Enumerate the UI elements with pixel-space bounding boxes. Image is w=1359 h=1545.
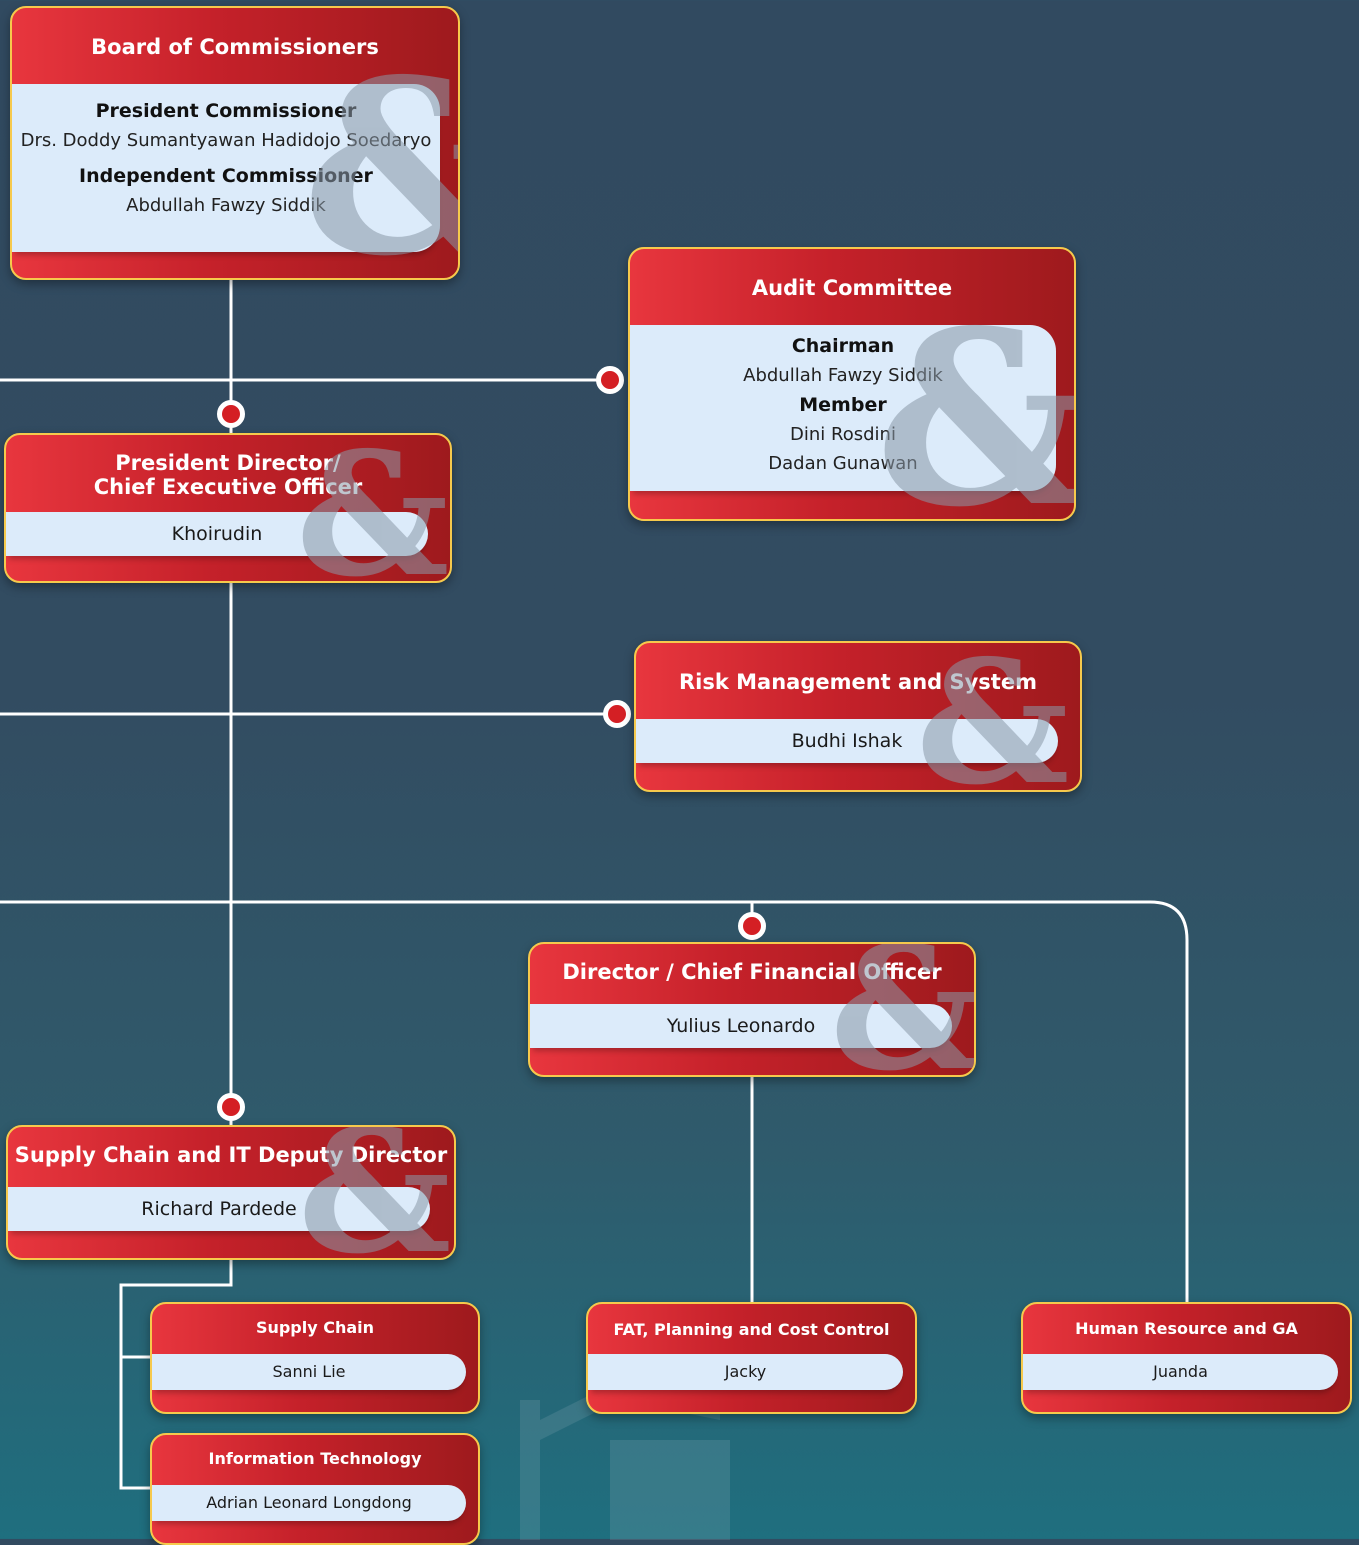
audit-committee-card: Audit Committee Chairman Abdullah Fawzy … xyxy=(628,247,1076,521)
independent-commissioner-role: Independent Commissioner xyxy=(79,165,373,187)
risk-name: Budhi Ishak xyxy=(636,719,1058,763)
independent-commissioner-name: Abdullah Fawzy Siddik xyxy=(126,195,326,216)
human-resource-ga-card: Human Resource and GA Juanda xyxy=(1021,1302,1352,1414)
cfo-title: Director / Chief Financial Officer xyxy=(562,960,942,984)
audit-title: Audit Committee xyxy=(751,276,953,300)
board-of-commissioners-card: Board of Commissioners President Commiss… xyxy=(10,6,460,280)
member-role: Member xyxy=(799,394,887,416)
board-panel: President Commissioner Drs. Doddy Sumant… xyxy=(12,84,440,252)
connector-dot-risk xyxy=(603,700,631,728)
fat-name: Jacky xyxy=(588,1354,903,1390)
board-title: Board of Commissioners xyxy=(91,35,379,59)
president-commissioner-role: President Commissioner xyxy=(95,100,357,122)
supply-it-deputy-director-card: Supply Chain and IT Deputy Director Rich… xyxy=(6,1125,456,1260)
connector-dot-cfo xyxy=(738,912,766,940)
risk-title: Risk Management and System xyxy=(679,670,1037,694)
connector-dot-president xyxy=(217,400,245,428)
president-title-line2: Chief Executive Officer xyxy=(93,475,363,499)
audit-panel: Chairman Abdullah Fawzy Siddik Member Di… xyxy=(630,325,1056,491)
supply-it-name: Richard Pardede xyxy=(8,1187,430,1231)
president-name: Khoirudin xyxy=(6,512,428,556)
hr-name: Juanda xyxy=(1023,1354,1338,1390)
chairman-role: Chairman xyxy=(791,335,895,357)
member-name-2: Dadan Gunawan xyxy=(768,453,918,474)
risk-management-card: Risk Management and System Budhi Ishak & xyxy=(634,641,1082,792)
it-name: Adrian Leonard Longdong xyxy=(152,1485,466,1521)
chairman-name: Abdullah Fawzy Siddik xyxy=(743,365,943,386)
fat-planning-cost-control-card: FAT, Planning and Cost Control Jacky xyxy=(586,1302,917,1414)
supply-chain-name: Sanni Lie xyxy=(152,1354,466,1390)
president-director-card: President Director/ Chief Executive Offi… xyxy=(4,433,452,583)
it-title: Information Technology xyxy=(208,1449,422,1468)
connector-dot-supply-it xyxy=(217,1093,245,1121)
supply-chain-card: Supply Chain Sanni Lie xyxy=(150,1302,480,1414)
president-title-line1: President Director/ xyxy=(115,451,341,475)
supply-chain-title: Supply Chain xyxy=(255,1318,375,1337)
member-name-1: Dini Rosdini xyxy=(790,424,896,445)
president-title: President Director/ Chief Executive Offi… xyxy=(6,435,450,499)
information-technology-card: Information Technology Adrian Leonard Lo… xyxy=(150,1433,480,1545)
supply-it-title: Supply Chain and IT Deputy Director xyxy=(14,1143,448,1167)
fat-title: FAT, Planning and Cost Control xyxy=(613,1320,890,1339)
hr-title: Human Resource and GA xyxy=(1075,1319,1298,1338)
president-commissioner-name: Drs. Doddy Sumantyawan Hadidojo Soedaryo xyxy=(20,130,432,151)
connector-dot-audit xyxy=(596,366,624,394)
cfo-card: Director / Chief Financial Officer Yuliu… xyxy=(528,942,976,1077)
cfo-name: Yulius Leonardo xyxy=(530,1004,952,1048)
